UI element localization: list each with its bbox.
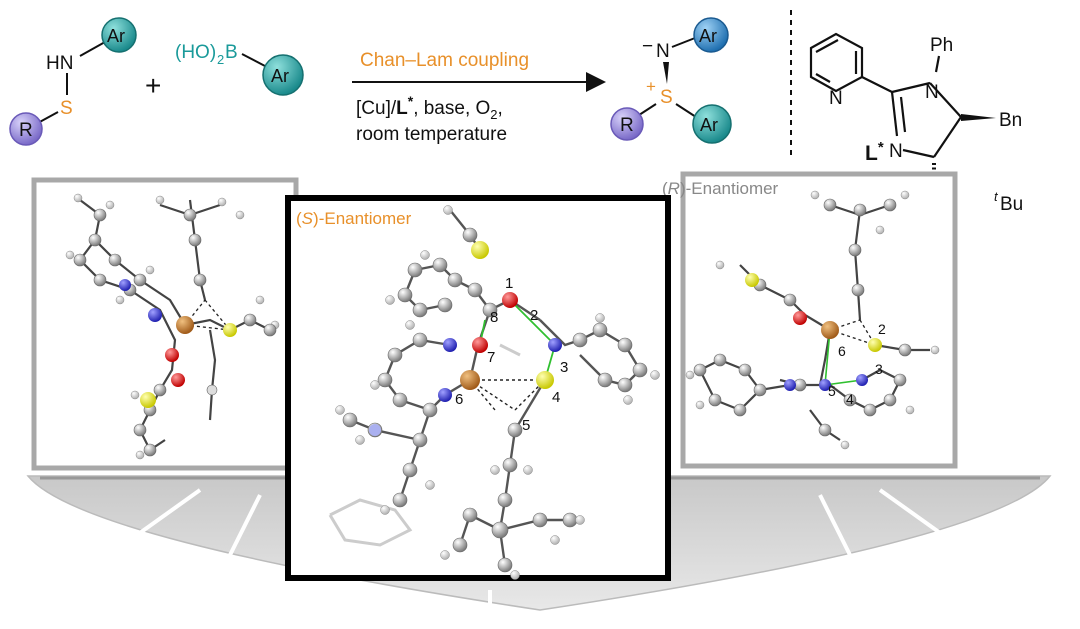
r-group-circle-product: [610, 107, 644, 141]
product-plus: +: [646, 77, 656, 96]
s-label-6: 6: [455, 391, 463, 408]
aryl-circle-2: [262, 54, 304, 96]
aryl-circle-1: [101, 17, 137, 53]
s-label-5: 5: [522, 417, 530, 434]
product-s: S: [660, 87, 673, 108]
sulfur-label: S: [60, 98, 73, 119]
s-label-3: 3: [560, 359, 568, 376]
boronic-sub: 2: [217, 52, 224, 67]
aryl-label-2: Ar: [271, 66, 289, 86]
s-label-4: 4: [552, 389, 560, 406]
aryl-circle-4: [692, 104, 732, 144]
aryl-label-1: Ar: [107, 26, 125, 46]
s-atom-n3: [548, 338, 562, 352]
right-structure-panel-r-enantiomer: (R)-Enantiomer: [662, 171, 958, 469]
reactant-sulfenamide: HN S R Ar: [9, 17, 137, 146]
reaction-arrow-group: Chan–Lam coupling [Cu]/L*, base, O2, roo…: [352, 50, 606, 145]
plus-sign: +: [145, 70, 161, 101]
boronic-prefix: (HO): [175, 42, 216, 63]
product-minus: −: [642, 36, 653, 57]
ligand-label: L*: [865, 139, 884, 165]
product-n: N: [656, 41, 670, 62]
s-label-2: 2: [530, 307, 538, 324]
bn-wedge: [961, 114, 996, 121]
conditions-line-1: [Cu]/L*, base, O2,: [356, 93, 503, 122]
s-atom-s4: [536, 371, 554, 389]
s-enantiomer-label: (S)-Enantiomer: [296, 209, 412, 228]
center-structure-panel-s-enantiomer: (S)-Enantiomer: [285, 195, 671, 581]
s-atom-s-thiophene: [471, 241, 489, 259]
aryl-label-3: Ar: [699, 26, 717, 46]
r-label-5: 5: [828, 383, 836, 399]
r-label-3: 3: [875, 361, 883, 377]
ligand-bn: Bn: [999, 110, 1022, 131]
s-atom-n-lower: [438, 388, 452, 402]
r-label-6: 6: [838, 343, 846, 359]
ligand-tbu: Bu: [1000, 194, 1023, 215]
s-atom-o7: [472, 337, 488, 353]
r-group-circle: [9, 112, 43, 146]
s-atom-cu: [460, 370, 480, 390]
r-label-2: 2: [878, 321, 886, 337]
s-label-1: 1: [505, 275, 513, 292]
boronic-b: B: [225, 42, 238, 63]
ligand-ph: Ph: [930, 35, 953, 56]
s-atom-o1: [502, 292, 518, 308]
r-group-label-product: R: [620, 115, 634, 136]
ligand-n1: N: [925, 82, 939, 103]
conditions-line-2: room temperature: [356, 124, 507, 145]
s-atom-n-ghost: [369, 424, 381, 436]
ligand-structure: [809, 32, 962, 182]
ligand-tbu-prefix: t: [994, 189, 999, 204]
ligand-n-pyridine: N: [829, 88, 843, 109]
left-structure-panel: [31, 177, 299, 471]
r-group-label: R: [19, 120, 33, 141]
reaction-name: Chan–Lam coupling: [360, 50, 529, 71]
reactant-boronic-acid: (HO) 2 B Ar: [175, 42, 304, 96]
r-enantiomer-label: (R)-Enantiomer: [662, 179, 779, 198]
r-label-4: 4: [846, 391, 854, 407]
aryl-label-4: Ar: [700, 115, 718, 135]
s-atom-n-left: [443, 338, 457, 352]
product-sulfilimine: − N Ar + S R Ar: [610, 17, 732, 144]
s-label-8: 8: [490, 309, 498, 326]
aryl-circle-3: [693, 17, 729, 53]
s-label-7: 7: [487, 349, 495, 366]
amine-label: HN: [46, 53, 73, 74]
ligand-n2: N: [889, 141, 903, 162]
